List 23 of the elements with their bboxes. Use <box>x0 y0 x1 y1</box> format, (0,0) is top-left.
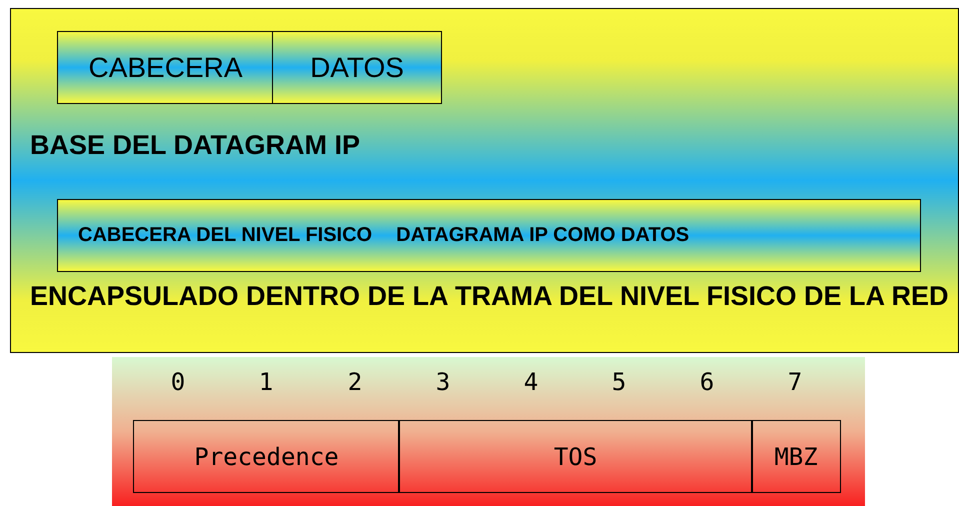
bit-number: 7 <box>786 368 804 396</box>
bit-number: 4 <box>522 368 540 396</box>
bit-number: 6 <box>698 368 716 396</box>
field-label: CABECERA DEL NIVEL FISICO <box>78 224 372 247</box>
bit-number: 0 <box>170 368 186 396</box>
bit-field <box>751 420 841 493</box>
bit-number: 2 <box>346 368 364 396</box>
bit-number: 3 <box>434 368 452 396</box>
bit-field <box>398 420 753 493</box>
bit-field <box>133 420 400 493</box>
frame-field <box>57 31 274 104</box>
bit-number: 5 <box>610 368 628 396</box>
bit-number: 1 <box>258 368 274 396</box>
frame-field <box>272 31 442 104</box>
caption-text: ENCAPSULADO DENTRO DE LA TRAMA DEL NIVEL FISICO DE LA RED <box>30 280 950 313</box>
field-label: DATAGRAMA IP COMO DATOS <box>396 224 690 247</box>
frame-field <box>57 199 921 272</box>
field-label: TOS <box>554 442 598 470</box>
field-label: MBZ <box>774 442 818 470</box>
field-label: CABECERA <box>88 52 243 84</box>
field-label: DATOS <box>310 52 404 84</box>
field-label: Precedence <box>194 442 339 470</box>
caption-text: BASE DEL DATAGRAM IP <box>30 130 360 161</box>
